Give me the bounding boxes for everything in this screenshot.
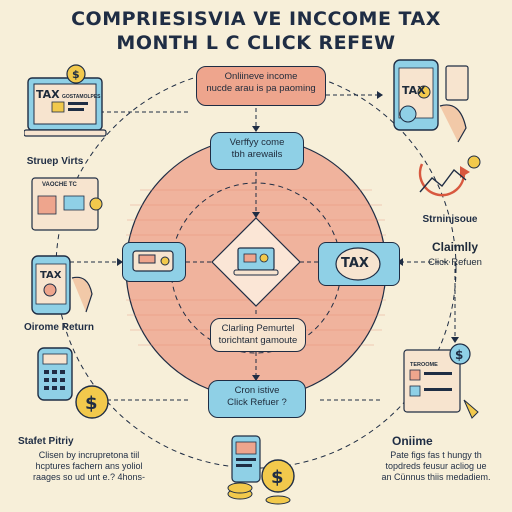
arrow-head-upper (252, 212, 260, 218)
refresh-chart-icon (418, 155, 481, 197)
svg-text:$: $ (72, 68, 80, 81)
svg-text:$: $ (85, 393, 98, 414)
label-right-bottom-title: Oniime (392, 434, 433, 448)
node-lower-center: Clarling Pemurtel torichtant gamoute (210, 318, 306, 352)
laptop-tax-icon: $ (24, 64, 107, 137)
node-bottom-center-text: Cron istive Click Refuer ? (227, 385, 287, 408)
phone-tax-left-label: TAX (40, 270, 62, 281)
node-upper-center-text: Verffyy come tbh arewails (229, 137, 285, 160)
income-doc-label: TEROOME (410, 362, 438, 368)
page-title-line-2: MONTH L C CLICK REFEW (116, 32, 396, 54)
label-left-mid: Oirome Return (23, 322, 94, 333)
node-left-inner (122, 242, 186, 282)
label-right-top: Strninjsoue (422, 214, 478, 225)
arrow-head-right (397, 258, 403, 266)
label-left-bottom-title: Stafet Pitriy (18, 436, 74, 447)
phone-tax-right-icon (393, 59, 469, 143)
center-laptop-icon (233, 247, 279, 276)
node-right-inner: TAX (318, 242, 400, 286)
tax-badge-icon (335, 247, 381, 281)
laptop-screen-label: GOSTAMOLPES (62, 94, 101, 100)
svg-text:$: $ (271, 467, 284, 488)
node-upper-center: Verffyy come tbh arewails (210, 132, 304, 170)
phone-tax-right-label: TAX (402, 84, 426, 97)
node-top-center: Onliineve income nucde arau is pa paomin… (196, 66, 326, 106)
arrow-head-bottom (252, 375, 260, 381)
node-right-claim-sub: Click Refuen (428, 257, 482, 268)
page-title-line-1: COMPRIESISVIA VE INCCOME TAX (71, 8, 441, 30)
node-right-claim-title: Claimlly (431, 240, 479, 254)
left-bottom-description: Clisen by incrupretona tiil hcptures fac… (32, 450, 146, 482)
phone-tax-left-icon (31, 255, 93, 315)
node-lower-center-text: Clarling Pemurtel torichtant gamoute (218, 323, 298, 346)
coin-stack-phone-icon: $ (227, 435, 295, 505)
arrow-head-right-top (377, 91, 383, 99)
calculator-coin-icon: $ (37, 347, 109, 419)
node-bottom-center: Cron istive Click Refuer ? (208, 380, 306, 418)
node-right-claim: Claimlly Click Refuen (410, 240, 500, 268)
label-left-top: Struep Virts (26, 156, 84, 167)
right-bottom-description: Pate figs fas t hungy th topdreds feusur… (381, 450, 491, 482)
laptop-tax-label: TAX (36, 88, 60, 101)
income-doc-icon: $ (403, 343, 479, 419)
voucher-doc-label: VAOCHE TC (42, 182, 77, 188)
node-top-center-text: Onliineve income nucde arau is pa paomin… (206, 71, 316, 94)
arrow-head-top (252, 126, 260, 132)
voucher-doc-icon (31, 177, 103, 231)
svg-text:$: $ (455, 348, 463, 362)
arrow-head-right-down (451, 337, 459, 343)
calculator-card-icon (132, 250, 174, 272)
outer-dashed-ring (55, 67, 457, 469)
arrow-head-left (117, 258, 123, 266)
center-tax-label: TAX (341, 256, 369, 271)
